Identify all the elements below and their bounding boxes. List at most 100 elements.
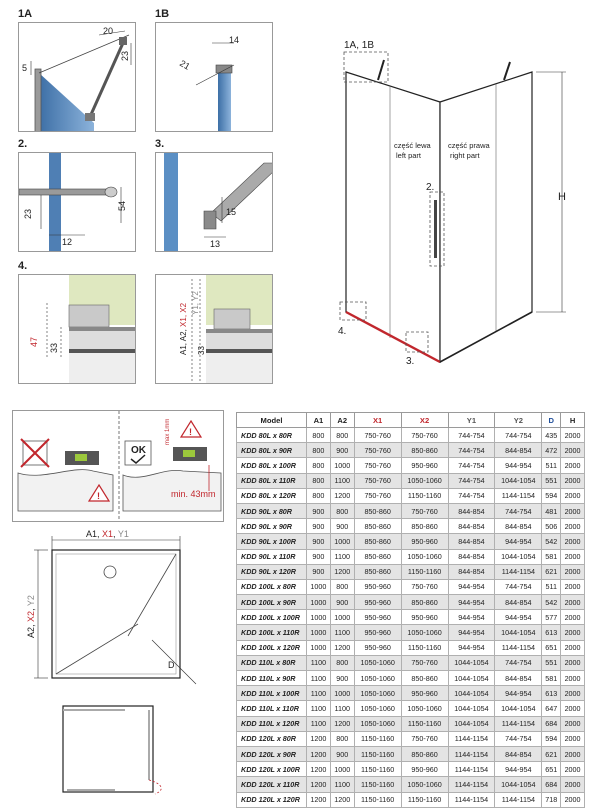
table-cell: 1200 <box>306 730 331 747</box>
table-cell: 750-760 <box>400 578 449 596</box>
table-cell: 651 <box>541 761 562 778</box>
svg-text:!: ! <box>97 491 100 501</box>
glass-clamp <box>85 113 95 121</box>
table-cell: 2000 <box>560 578 585 596</box>
table-cell: 750-760 <box>353 426 402 444</box>
table-cell: 1150-1160 <box>353 761 402 778</box>
dim-15: 15 <box>226 207 236 217</box>
callout-1-label: 1A, 1B <box>344 40 374 51</box>
callout-2-label: 2. <box>426 182 434 193</box>
table-cell: 1200 <box>306 761 331 778</box>
table-cell: 1200 <box>329 563 355 580</box>
table-cell: 651 <box>541 639 562 656</box>
table-cell: 2000 <box>560 563 585 580</box>
left-part-en: left part <box>396 151 422 160</box>
table-cell: 900 <box>306 548 331 565</box>
table-cell: 1044-1054 <box>447 715 496 732</box>
table-cell: 800 <box>329 426 355 444</box>
table-cell: KDD 80L x 80R <box>236 426 307 444</box>
table-cell: 744-754 <box>447 442 496 459</box>
table-cell: 581 <box>541 548 562 565</box>
table-cell: 844-854 <box>447 548 496 565</box>
figure-4-drawing: 47 33 <box>29 275 135 383</box>
table-cell: 850-860 <box>353 502 402 520</box>
plan-side-y2: Y2 <box>26 595 36 606</box>
table-cell: 900 <box>329 594 355 611</box>
table-cell: 750-760 <box>400 426 449 444</box>
plan-top-sep: , <box>113 529 118 539</box>
table-cell: 1144-1154 <box>494 487 543 504</box>
table-cell: KDD 110L x 100R <box>236 685 307 702</box>
table-cell: 2000 <box>560 761 585 778</box>
table-cell: 800 <box>306 472 331 489</box>
plan-side-x2: X2 <box>26 611 36 622</box>
table-cell: KDD 80L x 90R <box>236 442 307 459</box>
table-cell: 1044-1054 <box>447 654 496 672</box>
table-cell: 506 <box>541 518 562 535</box>
ok-label: OK <box>131 445 147 456</box>
figure-2-drawing: 54 23 12 <box>19 153 127 251</box>
table-cell: 900 <box>306 563 331 580</box>
stabilizer-bar <box>87 42 125 120</box>
table-cell: 1000 <box>306 609 331 626</box>
table-cell: 950-960 <box>353 578 402 596</box>
table-cell: 1050-1060 <box>400 700 449 717</box>
table-cell: 800 <box>306 487 331 504</box>
col-h: H <box>560 412 585 428</box>
dim-a1a2-label: A1, A2, X1, X2 <box>179 302 188 355</box>
figure-1b-drawing: 14 21 <box>178 35 239 131</box>
figure-5-panel: A1, A2, X1, X2 Y1, Y2 33 <box>155 274 273 384</box>
dim-23-handle: 23 <box>23 209 33 219</box>
plan-diag-label: D <box>168 660 175 670</box>
table-cell: 2000 <box>560 715 585 732</box>
table-cell: 1100 <box>329 700 355 717</box>
table-cell: 2000 <box>560 487 585 504</box>
opening-plan <box>55 700 175 795</box>
left-stabilizer <box>377 59 385 81</box>
table-cell: 684 <box>541 776 562 793</box>
table-cell: 950-960 <box>400 533 449 550</box>
table-cell: 944-954 <box>447 578 496 596</box>
tray-ok <box>122 469 222 512</box>
table-cell: 1144-1154 <box>494 563 543 580</box>
table-cell: 551 <box>541 472 562 489</box>
callout-1-box <box>343 51 389 83</box>
table-cell: 1100 <box>306 700 331 717</box>
glass-panel-2 <box>49 153 61 251</box>
table-cell: 900 <box>306 533 331 550</box>
dim-y1y2: Y1, Y2 <box>191 291 200 315</box>
table-cell: 1100 <box>306 654 331 672</box>
table-cell: 750-760 <box>400 654 449 672</box>
table-cell: 1050-1060 <box>353 669 402 687</box>
table-cell: 850-860 <box>400 669 449 687</box>
table-cell: 1044-1054 <box>494 700 543 717</box>
dim-47: 47 <box>29 337 39 347</box>
installation-panel: ! OK ! max 1mm min. 43mm <box>12 410 224 522</box>
table-cell: 1150-1160 <box>353 730 402 747</box>
table-cell: 950-960 <box>400 761 449 778</box>
callout-4-label: 4. <box>338 326 346 337</box>
table-cell: 1100 <box>306 669 331 687</box>
table-cell: 594 <box>541 730 562 747</box>
right-fixed-panel <box>439 71 533 364</box>
table-cell: 1150-1160 <box>400 487 449 504</box>
table-cell: 750-760 <box>400 502 449 520</box>
table-cell: 900 <box>306 518 331 535</box>
right-part-en: right part <box>450 151 481 160</box>
table-cell: 800 <box>329 730 355 747</box>
table-cell: 1150-1160 <box>400 563 449 580</box>
table-cell: 2000 <box>560 426 585 444</box>
handle-end-cap <box>104 186 118 198</box>
wall-bracket <box>119 37 127 45</box>
table-cell: 2000 <box>560 730 585 747</box>
table-cell: 844-854 <box>494 594 543 611</box>
table-cell: 750-760 <box>353 442 402 459</box>
table-cell: 744-754 <box>447 426 496 444</box>
table-cell: 1000 <box>306 639 331 656</box>
